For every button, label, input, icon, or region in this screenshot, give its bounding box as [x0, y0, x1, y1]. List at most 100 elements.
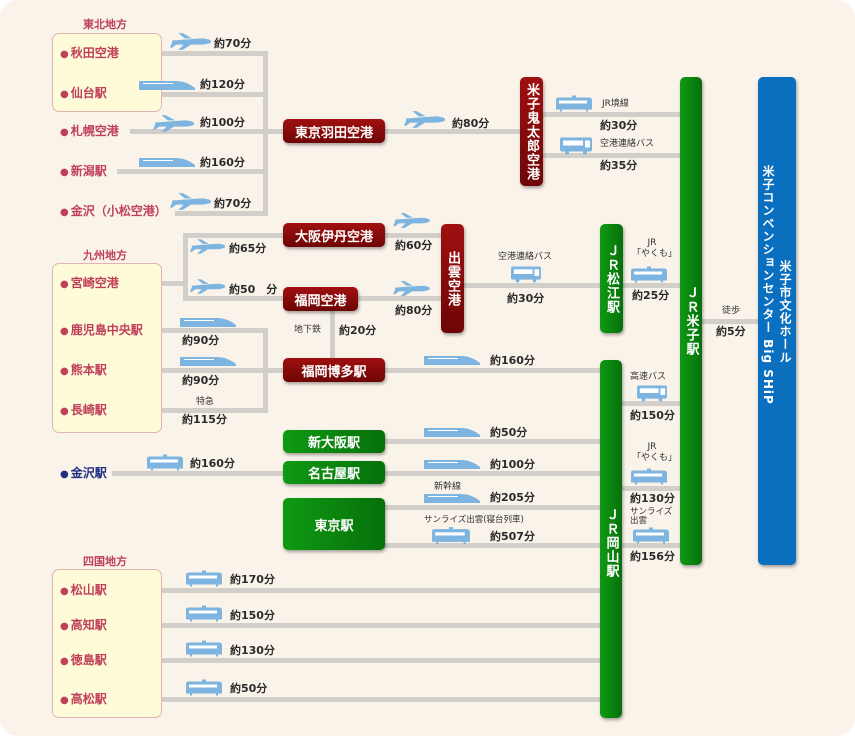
time-label: 約130分	[630, 492, 675, 505]
shinkansen-icon	[424, 427, 480, 437]
shinkansen-icon	[180, 317, 236, 327]
time-label: 約50分	[230, 682, 268, 695]
time-label: 約170分	[230, 573, 275, 586]
plane-icon	[153, 115, 195, 132]
destination-venue: 米子市文化ホール 米子コンベンションセンター Big SHiP	[758, 77, 796, 565]
hub-nagoya-station: 名古屋駅	[283, 461, 385, 484]
train-icon	[185, 679, 223, 696]
time-label: 約160分	[190, 457, 235, 470]
venue-name-hall: 米子市文化ホール	[778, 260, 792, 364]
time-label: 約100分	[490, 458, 535, 471]
train-icon	[185, 605, 223, 622]
origin-akita-airport: 秋田空港	[60, 46, 119, 62]
time-label: 約120分	[200, 78, 245, 91]
route-note: 新幹線	[434, 482, 462, 492]
time-label: 約150分	[630, 409, 675, 422]
bus-icon	[637, 384, 667, 402]
train-icon	[630, 266, 668, 283]
venue-name-convention: 米子コンベンションセンター Big SHiP	[761, 165, 775, 405]
origin-matsuyama-station: 松山駅	[60, 583, 107, 599]
time-label: 約507分	[490, 530, 535, 543]
origin-tokushima-station: 徳島駅	[60, 653, 107, 669]
origin-kumamoto-station: 熊本駅	[60, 363, 107, 379]
route-note: サンライズ出雲	[630, 508, 672, 526]
hub-shin-osaka-station: 新大阪駅	[283, 430, 385, 453]
origin-kanazawa-komatsu: 金沢（小松空港）	[60, 204, 167, 220]
time-label: 約65分	[229, 242, 267, 255]
train-icon	[146, 454, 184, 471]
shinkansen-icon	[424, 459, 480, 469]
plane-icon	[190, 239, 226, 254]
plane-icon	[170, 33, 212, 50]
route-note-line: 「やくも」	[632, 249, 678, 259]
route-note-line: JR	[647, 238, 657, 248]
time-label: 約130分	[230, 644, 275, 657]
origin-kochi-station: 高知駅	[60, 618, 107, 634]
origin-kagoshima-chuo-station: 鹿児島中央駅	[60, 323, 143, 339]
route-note: 徒歩	[722, 306, 741, 316]
train-icon	[431, 527, 471, 544]
hub-jr-matsue-station: ＪＲ松江駅	[600, 224, 623, 333]
time-label: 約156分	[630, 550, 675, 563]
route-note: 特急	[196, 397, 215, 407]
region-label-kyushu: 九州地方	[83, 249, 127, 262]
time-label: 約90分	[182, 334, 220, 347]
train-icon	[632, 527, 670, 544]
hub-izumo-airport: 出雲空港	[441, 224, 464, 333]
shinkansen-icon	[424, 493, 480, 503]
hub-yonago-kitaro-airport: 米子鬼太郎空港	[520, 77, 543, 186]
route-note-line: 「やくも」	[632, 453, 678, 463]
route-note: 空港連絡バス	[600, 139, 655, 149]
route-note: 高速バス	[630, 372, 667, 382]
time-label: 約80分	[395, 304, 433, 317]
shinkansen-icon	[424, 355, 480, 365]
hub-fukuoka-hakata-station: 福岡博多駅	[283, 358, 385, 382]
hub-jr-okayama-station: ＪＲ岡山駅	[600, 360, 622, 718]
train-icon	[555, 95, 593, 112]
time-label: 約50 分	[229, 283, 278, 296]
hub-fukuoka-airport: 福岡空港	[283, 287, 358, 311]
route-note: サンライズ出雲(寝台列車)	[424, 515, 524, 525]
route-note-line: JR	[647, 442, 657, 452]
region-label-tohoku: 東北地方	[83, 18, 127, 31]
plane-icon	[404, 111, 446, 128]
train-icon	[630, 468, 668, 485]
origin-nagasaki-station: 長崎駅	[60, 403, 107, 419]
hub-jr-okayama-station-label: ＪＲ岡山駅	[603, 508, 619, 578]
time-label: 約25分	[632, 289, 670, 302]
time-label: 約50分	[490, 426, 528, 439]
time-label: 約80分	[452, 117, 490, 130]
route-note-line: 出雲	[630, 516, 648, 526]
time-label: 約30分	[507, 292, 545, 305]
plane-icon	[393, 281, 431, 296]
bus-icon	[560, 136, 592, 155]
route-note: JR「やくも」	[632, 238, 678, 260]
time-label: 約20分	[339, 324, 377, 337]
time-label: 約70分	[214, 37, 252, 50]
time-label: 約100分	[200, 116, 245, 129]
origin-sapporo-airport: 札幌空港	[60, 124, 119, 140]
hub-tokyo-station: 東京駅	[283, 498, 385, 550]
time-label: 約115分	[182, 413, 227, 426]
time-label: 約160分	[490, 354, 535, 367]
plane-icon	[170, 193, 212, 210]
origin-kanazawa-station: 金沢駅	[60, 466, 107, 482]
route-note: 空港連絡バス	[498, 252, 553, 262]
shinkansen-icon	[139, 157, 195, 167]
origin-takamatsu-station: 高松駅	[60, 692, 107, 708]
shinkansen-icon	[139, 80, 195, 90]
time-label: 約30分	[600, 119, 638, 132]
time-label: 約70分	[214, 197, 252, 210]
origin-miyazaki-airport: 宮崎空港	[60, 276, 119, 292]
route-note: 地下鉄	[294, 325, 322, 335]
time-label: 約160分	[200, 156, 245, 169]
plane-icon	[190, 279, 226, 294]
route-note: JR境線	[602, 99, 629, 109]
shinkansen-icon	[180, 356, 236, 366]
region-label-shikoku: 四国地方	[83, 555, 127, 568]
time-label: 約60分	[395, 239, 433, 252]
train-icon	[185, 570, 223, 587]
time-label: 約5分	[716, 325, 746, 338]
hub-jr-yonago-station: ＪＲ米子駅	[680, 77, 702, 565]
